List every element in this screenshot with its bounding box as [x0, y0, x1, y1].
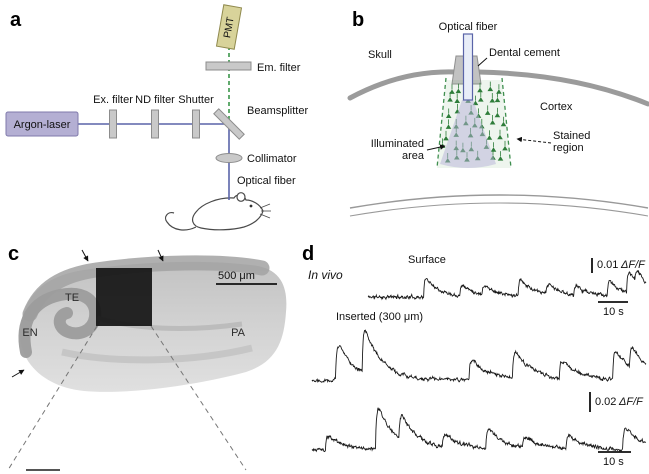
fluorescence-trace-inserted-2 — [311, 407, 647, 453]
inserted-label: Inserted (300 μm) — [336, 311, 423, 323]
dental-cement-pointer — [477, 57, 488, 67]
shutter-label: Shutter — [178, 94, 214, 106]
stained-region-label-1: Stained — [553, 130, 590, 142]
excitation-filter-label: Ex. filter — [93, 94, 133, 106]
condition-label: In vivo — [308, 268, 343, 282]
pmt-detector: PMT — [215, 4, 243, 50]
dff-scale-top-unit: ΔF/F — [620, 259, 646, 271]
optical-fiber-label-b: Optical fiber — [439, 21, 498, 33]
mouse-whiskers — [259, 203, 271, 219]
illuminated-area-label-2: area — [402, 150, 425, 162]
shutter — [192, 109, 200, 139]
argon-laser-label: Argon-laser — [14, 119, 71, 131]
stained-region-label-2: region — [553, 142, 584, 154]
excitation-filter — [109, 109, 117, 139]
nd-filter-label: ND filter — [135, 94, 175, 106]
skull-label: Skull — [368, 49, 392, 61]
nd-filter — [151, 109, 159, 139]
panel-c: c TE EN PA 500 μm — [7, 243, 287, 471]
illuminated-area-label-1: Illuminated — [371, 138, 424, 150]
dff-scale-top-value: 0.01 — [597, 259, 618, 271]
panel-b: b Skull Dental cement Optical fiber Cort… — [347, 9, 649, 217]
time-scale-top-label: 10 s — [603, 306, 624, 318]
panel-c-letter: c — [8, 243, 19, 265]
pmt-box — [215, 4, 243, 50]
stained-border-left — [436, 77, 447, 169]
fluorescence-trace-inserted-1 — [311, 329, 647, 384]
cortex-lower-boundary-1 — [349, 194, 649, 209]
square-arrow-left — [81, 249, 89, 262]
brain-slice-image — [18, 255, 287, 392]
mouse-ear — [236, 192, 246, 202]
stained-border-right — [501, 77, 512, 169]
panel-b-letter: b — [352, 9, 364, 31]
skull-left — [347, 69, 459, 101]
beamsplitter-label: Beamsplitter — [247, 105, 308, 117]
mouse-illustration — [164, 192, 271, 231]
panel-d: d In vivo Surface Inserted (300 μm) 0.01… — [302, 243, 647, 468]
illuminated-cone — [440, 100, 496, 168]
optical-fiber-label-a: Optical fiber — [237, 175, 296, 187]
skull-right — [475, 69, 649, 107]
dff-scale-bottom-unit: ΔF/F — [618, 396, 644, 408]
region-en-label: EN — [22, 327, 37, 339]
region-pa-label: PA — [231, 327, 246, 339]
fluorescence-trace-surface — [367, 269, 647, 301]
cortex-lower-boundary-2 — [349, 202, 649, 217]
scale-bar-label: 500 μm — [218, 270, 255, 282]
dff-scale-bottom-value: 0.02 — [595, 396, 616, 408]
mouse-body — [191, 194, 264, 231]
fissure-arrow — [11, 369, 25, 378]
surface-label: Surface — [408, 254, 446, 266]
illuminated-area-arrow — [426, 144, 446, 151]
dental-cement-label: Dental cement — [489, 47, 560, 59]
panel-a-letter: a — [10, 9, 22, 31]
collimator-label: Collimator — [247, 153, 297, 165]
panel-a: a PMT Em. filter Argon-laser — [5, 4, 308, 231]
emission-filter — [205, 61, 252, 71]
beamsplitter — [213, 108, 245, 140]
stained-region-arrow — [516, 136, 552, 144]
square-arrow-right — [157, 249, 164, 262]
region-te-label: TE — [65, 292, 79, 304]
en-curl — [18, 287, 102, 358]
zoom-line-right — [150, 325, 247, 471]
zoom-line-left — [7, 325, 98, 471]
mouse-eye — [249, 204, 253, 208]
argon-laser-box — [5, 111, 79, 137]
mouse-tail — [164, 212, 197, 231]
time-scale-bottom-label: 10 s — [603, 456, 624, 468]
collimator-lens — [215, 153, 243, 163]
panel-d-letter: d — [302, 243, 314, 265]
pmt-label: PMT — [222, 16, 236, 39]
emission-filter-label: Em. filter — [257, 62, 301, 74]
bleached-square — [96, 268, 152, 326]
optical-fiber-b — [462, 33, 474, 101]
cortex-label: Cortex — [540, 101, 573, 113]
